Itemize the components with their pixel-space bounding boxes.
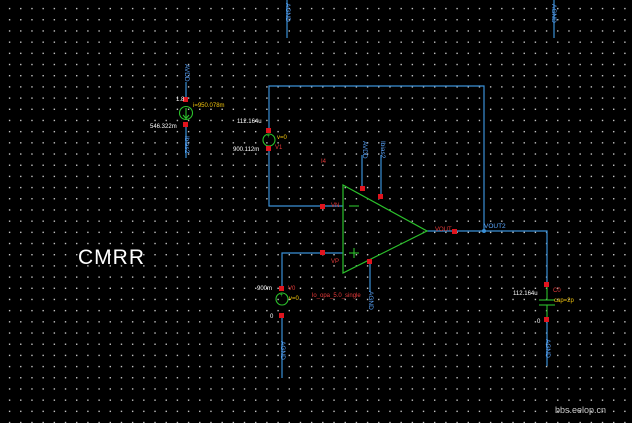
current-source-dc: 1.8 <box>176 97 185 103</box>
wire-feedback-top[interactable] <box>268 85 485 232</box>
instance-cell-name: lo_opa_5.0_single <box>312 293 361 299</box>
arrow-head-icon <box>182 114 190 120</box>
cap-label: cap=2p <box>554 298 575 304</box>
pin[interactable] <box>266 146 271 151</box>
wire-vp[interactable] <box>281 252 343 286</box>
net-label-avdd-left: AVDD <box>183 64 190 82</box>
pin-vn[interactable] <box>320 204 325 209</box>
opamp-pin-vout-label: VOUT <box>435 227 452 233</box>
capacitor-c0[interactable]: 112.164u C0 cap=2p 0 <box>513 282 575 325</box>
pin-ibias2[interactable] <box>378 194 383 199</box>
net-label-vout2: VOUT2 <box>484 223 506 230</box>
pin[interactable] <box>279 286 284 291</box>
plus-sign-icon: + <box>280 293 284 299</box>
pin[interactable] <box>544 282 549 287</box>
current-source-i-label: i=950.078m <box>193 103 225 109</box>
opamp-pin-vp-label: VP <box>331 259 339 265</box>
vsource-top-i: 112.164u <box>237 119 262 125</box>
net-label-agnd-top1: AGND <box>284 3 291 22</box>
pin-vout[interactable] <box>452 229 457 234</box>
current-source-symbol <box>178 105 194 121</box>
net-label-avdd-op: AVDD <box>361 141 368 159</box>
net-label-agnd-op: AGND <box>367 291 374 310</box>
vsource-v1[interactable]: + 112.164u v=0 900.112m V1 <box>233 119 288 153</box>
plus-sign-icon: + <box>267 134 271 140</box>
wires <box>185 0 555 378</box>
net-label-agnd-top2: AGND <box>550 4 557 23</box>
net-label-agnd-right: AGND <box>544 339 551 358</box>
pin-agnd[interactable] <box>367 259 372 264</box>
wire-vout2[interactable] <box>484 230 548 282</box>
pin[interactable] <box>266 128 271 133</box>
vsource-bottom-v-label: v=0 <box>289 296 300 302</box>
pin-avdd[interactable] <box>360 186 365 191</box>
net-label-agnd-bottom: AGND <box>279 341 286 360</box>
cap-name: C0 <box>553 288 561 294</box>
pin-vp[interactable] <box>320 250 325 255</box>
opamp-instance[interactable]: VN VP VOUT VOUT2 I4 lo_opa_5.0_single <box>312 159 506 299</box>
vsource-top-v-label: v=0 <box>277 135 288 141</box>
net-label-ibias2-op: Ibias2 <box>379 141 386 159</box>
junction-dot <box>482 229 486 233</box>
vsource-bottom-ground: 0 <box>270 314 274 320</box>
current-source-v-value: 546.322m <box>150 124 177 130</box>
pin[interactable] <box>279 313 284 318</box>
vsource-v0[interactable]: + 900m V0 v=0 0 <box>257 286 300 320</box>
wire-vn[interactable] <box>268 148 343 207</box>
vsource-bottom-node: 900m <box>257 286 272 292</box>
vsource-bottom-name: V0 <box>288 286 296 292</box>
instance-name: I4 <box>321 159 327 165</box>
cap-ground: 0 <box>537 319 541 325</box>
pin[interactable] <box>183 122 188 127</box>
vsource-top-name: V1 <box>275 145 283 151</box>
pin[interactable] <box>183 97 188 102</box>
opamp-symbol <box>342 183 429 274</box>
vsource-symbol <box>275 292 289 306</box>
opamp-pin-vn-label: VN <box>331 203 339 209</box>
watermark: bbs.eelop.cn <box>555 405 606 415</box>
current-source-idc[interactable]: 1.8 i=950.078m 546.322m <box>150 97 225 130</box>
pin[interactable] <box>544 317 549 322</box>
net-label-ibias2-left: Ibias2 <box>183 136 190 154</box>
vsource-top-node: 900.112m <box>233 147 259 153</box>
page-title: CMRR <box>78 246 145 269</box>
cap-i-value: 112.164u <box>513 291 538 297</box>
